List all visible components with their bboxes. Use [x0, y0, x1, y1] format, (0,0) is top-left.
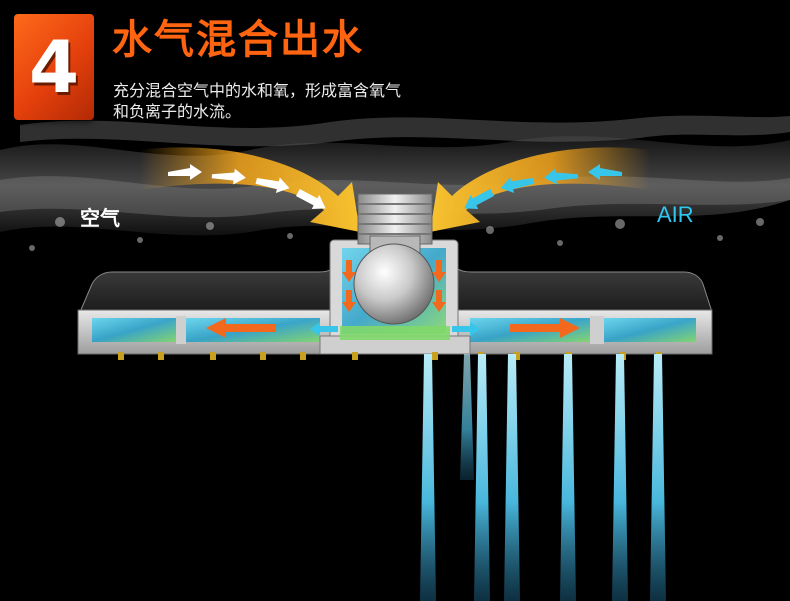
step-badge	[14, 14, 94, 120]
air-inflow-arrow-right	[430, 147, 650, 232]
water-jets	[420, 354, 666, 601]
air-label-english: AIR	[657, 202, 694, 227]
step-number: 4	[28, 25, 80, 109]
section-description: 充分混合空气中的水和氧，形成富含氧气 和负离子的水流。	[113, 80, 401, 122]
air-label-chinese: 空气	[80, 206, 120, 230]
description-line-1: 充分混合空气中的水和氧，形成富含氧气	[113, 81, 402, 100]
shower-head-cross-section	[77, 193, 713, 360]
air-inflow-arrow-left	[140, 147, 360, 232]
section-title: 水气混合出水	[112, 17, 364, 63]
description-line-2: 和负离子的水流。	[113, 102, 242, 121]
